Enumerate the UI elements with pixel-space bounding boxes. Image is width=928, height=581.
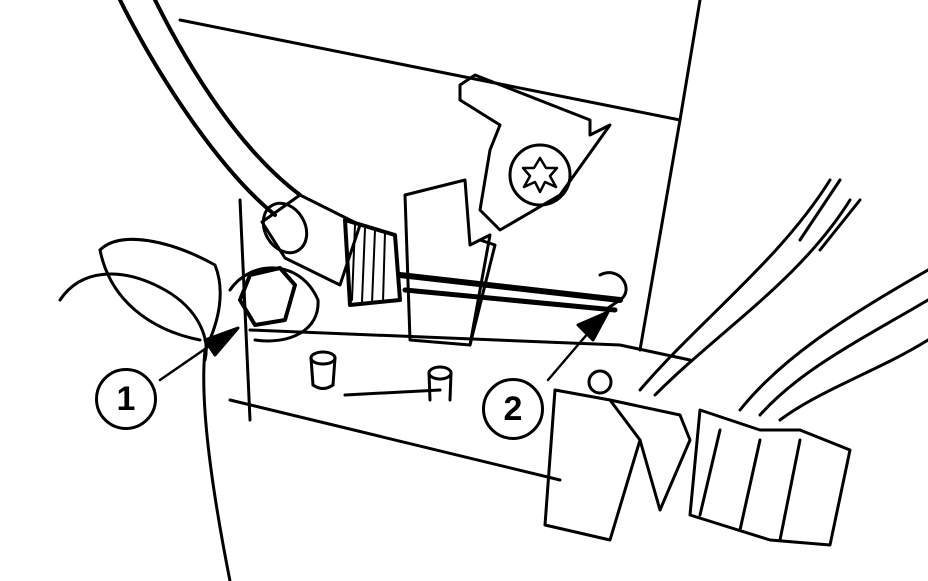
callout-2: 2 bbox=[482, 378, 544, 440]
callout-1: 1 bbox=[95, 368, 157, 430]
